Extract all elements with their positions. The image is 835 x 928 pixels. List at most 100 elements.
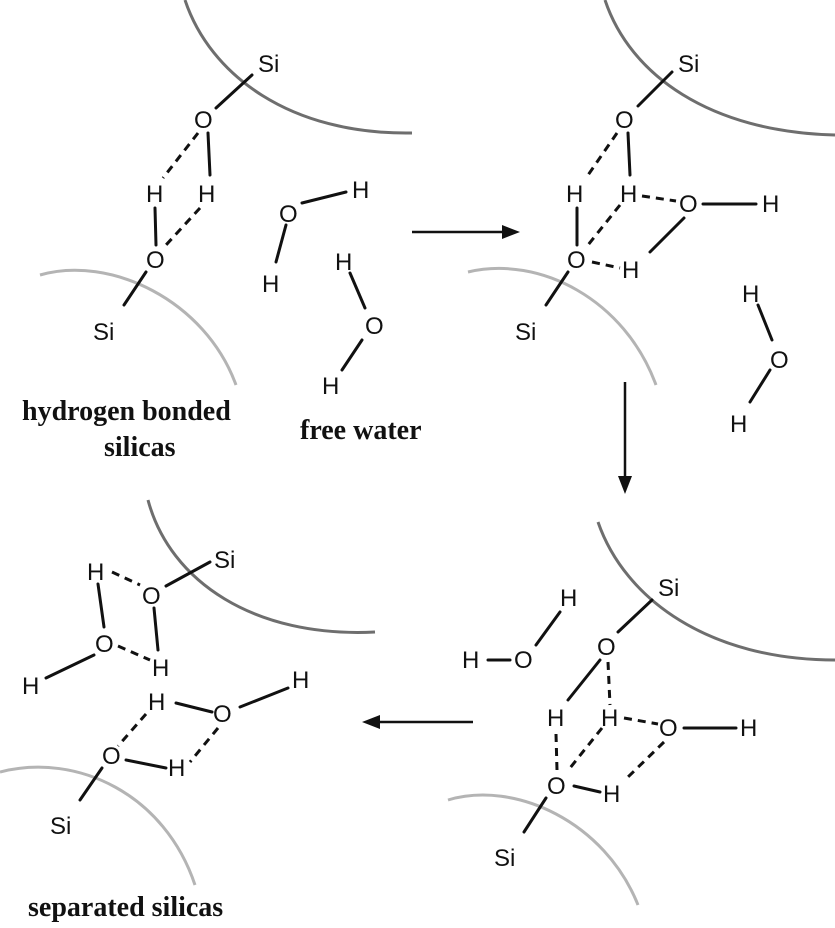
atom-h: H [146, 181, 163, 208]
atom-h: H [742, 281, 759, 308]
hydrogen-bond [584, 132, 619, 179]
atom-h: H [152, 655, 169, 682]
atom-o: O [95, 631, 114, 658]
atom-h: H [462, 647, 479, 674]
si-o-bond [522, 796, 548, 834]
atom-o: O [770, 347, 789, 374]
hydrogen-bond [568, 727, 604, 769]
atom-h: H [547, 705, 564, 732]
atom-o: O [146, 247, 165, 274]
o-h-bond [534, 610, 562, 647]
panel-hydrogen-bonded: Si O H H O Si O H H H O H [39, 0, 413, 400]
atom-o: O [659, 715, 678, 742]
hydrogen-bond [591, 260, 621, 270]
o-h-bond [153, 206, 158, 247]
atom-o: O [102, 743, 121, 770]
atom-h: H [262, 271, 279, 298]
silica-surface-upper [596, 521, 835, 662]
si-o-bond [544, 270, 570, 307]
atom-o: O [365, 313, 384, 340]
silica-surface-lower [467, 267, 658, 386]
panel-water-approach: Si O H H O H O H Si H O H [467, 0, 835, 438]
hydrogen-bond [161, 132, 200, 179]
atom-o: O [615, 107, 634, 134]
o-h-bond [274, 223, 288, 264]
atom-h: H [148, 689, 165, 716]
atom-o: O [142, 583, 161, 610]
o-h-bond [174, 701, 214, 714]
arrow-left [362, 715, 473, 729]
atom-h: H [292, 667, 309, 694]
si-o-bond [78, 766, 104, 802]
atom-h: H [620, 181, 637, 208]
atom-o: O [194, 107, 213, 134]
atom-h: H [22, 673, 39, 700]
silica-surface-upper [146, 499, 376, 634]
hydrogen-bond [586, 204, 622, 246]
atom-o: O [514, 647, 533, 674]
o-h-bond [566, 658, 602, 702]
arrow-right [412, 225, 520, 239]
o-h-bond [238, 686, 290, 709]
atom-si: Si [214, 547, 235, 574]
atom-h: H [352, 177, 369, 204]
caption-hydrogen-bonded: hydrogen bonded [22, 396, 231, 427]
o-h-bond [756, 303, 774, 342]
o-h-bond [572, 784, 602, 794]
o-h-bond [648, 216, 686, 254]
o-h-bond [206, 131, 212, 177]
panel-separated: Si H O O H H H O H O H Si [0, 499, 376, 886]
o-h-bond [348, 271, 367, 310]
atom-h: H [335, 249, 352, 276]
atom-h: H [601, 705, 618, 732]
o-h-bond [124, 758, 168, 770]
atom-si: Si [658, 575, 679, 602]
si-o-bond [636, 70, 674, 108]
atom-si: Si [93, 319, 114, 346]
silica-surface-upper [603, 0, 835, 137]
atom-o: O [679, 191, 698, 218]
caption-separated-silicas: separated silicas [28, 892, 224, 923]
o-h-bond [300, 190, 348, 205]
atom-h: H [87, 559, 104, 586]
hydrogen-bond [188, 727, 220, 763]
silica-surface-lower [39, 268, 238, 386]
atom-h: H [603, 781, 620, 808]
hydrogen-bond [623, 716, 659, 726]
atom-o: O [213, 701, 232, 728]
atom-si: Si [258, 51, 279, 78]
si-o-bond [122, 270, 148, 307]
atom-h: H [762, 191, 779, 218]
atom-si: Si [494, 845, 515, 872]
atom-h: H [560, 585, 577, 612]
o-h-bond [44, 653, 96, 680]
hydrogen-bond [117, 644, 151, 662]
arrow-down [618, 382, 632, 494]
atom-o: O [597, 634, 616, 661]
atom-h: H [168, 755, 185, 782]
atom-o: O [567, 247, 586, 274]
atom-h: H [566, 181, 583, 208]
atom-h: H [730, 411, 747, 438]
o-h-bond [96, 582, 106, 629]
atom-o: O [279, 201, 298, 228]
hydrogen-bond [606, 661, 612, 706]
atom-h: H [322, 373, 339, 400]
caption-free-water: free water [300, 415, 422, 446]
hydrogen-bond [116, 713, 148, 747]
silica-surface-lower [447, 793, 640, 906]
hydrogen-bond [164, 206, 202, 247]
atom-si: Si [50, 813, 71, 840]
hydrogen-bond [626, 740, 666, 779]
si-o-bond [214, 73, 254, 110]
atom-si: Si [678, 51, 699, 78]
panel-water-intercalated: H O H Si O H H O H O H Si [447, 521, 835, 906]
si-o-bond [164, 560, 212, 588]
si-o-bond [616, 598, 654, 634]
hydrogen-bond [111, 570, 141, 587]
o-h-bond [748, 368, 772, 404]
o-h-bond [340, 338, 364, 372]
silica-surface-lower [0, 765, 197, 886]
